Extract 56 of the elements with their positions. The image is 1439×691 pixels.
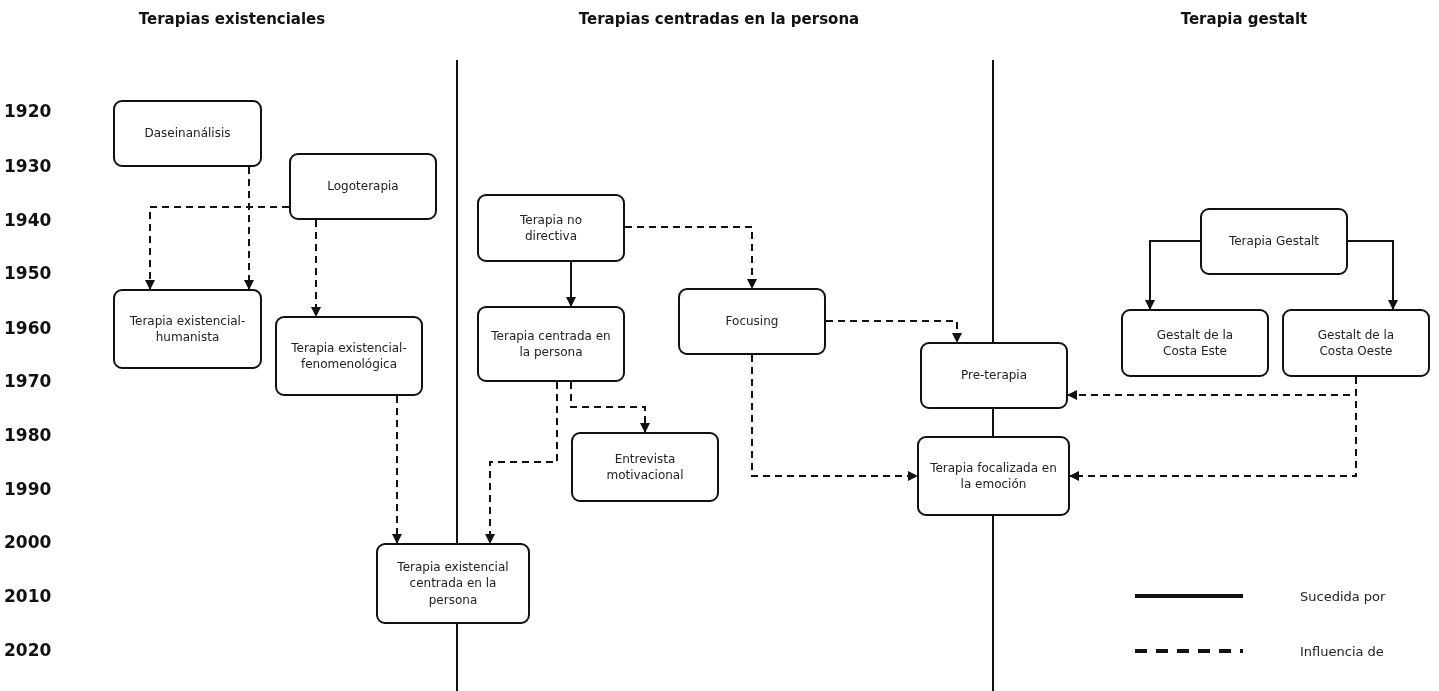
year-label: 1940 — [4, 210, 52, 230]
arrow — [570, 381, 650, 433]
therapy-box — [275, 316, 423, 396]
therapy-name: Terapia centrada en la persona — [491, 327, 611, 361]
therapy-name: Focusing — [725, 313, 779, 330]
therapy-name: Entrevista motivacional — [605, 450, 685, 484]
year-label: 1950 — [4, 263, 52, 283]
therapy-box — [1282, 309, 1430, 377]
therapy-box — [1200, 208, 1348, 275]
therapy-name: Gestalt de la Costa Este — [1155, 326, 1235, 360]
arrow — [244, 166, 254, 290]
column-heading: Terapias centradas en la persona — [578, 10, 860, 28]
therapy-box — [113, 100, 262, 167]
therapy-box — [1121, 309, 1269, 377]
therapy-box — [920, 342, 1068, 409]
arrow — [485, 381, 558, 544]
therapy-box — [477, 306, 625, 382]
arrow — [825, 320, 962, 343]
therapy-box — [571, 432, 719, 502]
column-heading: Terapia gestalt — [1180, 10, 1308, 28]
year-label: 2000 — [4, 532, 52, 552]
arrow — [311, 219, 321, 317]
arrow — [624, 226, 757, 289]
therapy-box — [289, 153, 437, 220]
therapy-box — [678, 288, 826, 355]
therapy-name: Pre-terapia — [960, 367, 1028, 384]
column-heading: Terapias existenciales — [138, 10, 326, 28]
therapy-box — [477, 194, 625, 262]
arrow — [1347, 240, 1398, 310]
year-label: 1960 — [4, 318, 52, 338]
year-label: 1970 — [4, 371, 52, 391]
year-label: 1990 — [4, 479, 52, 499]
therapy-name: Logoterapia — [327, 178, 399, 195]
therapy-name: Terapia Gestalt — [1228, 233, 1320, 250]
year-label: 1920 — [4, 101, 52, 121]
therapy-name: Gestalt de la Costa Oeste — [1316, 326, 1396, 360]
therapy-box — [113, 289, 262, 369]
arrow — [566, 261, 576, 307]
therapy-name: Terapia existencial-humanista — [128, 312, 247, 346]
year-label: 1930 — [4, 156, 52, 176]
therapy-name: Daseinanálisis — [144, 125, 231, 142]
year-label: 2010 — [4, 586, 52, 606]
year-label: 1980 — [4, 425, 52, 445]
arrow — [392, 395, 402, 544]
year-label: 2020 — [4, 640, 52, 660]
therapy-name: Terapia existencial-fenomenológica — [290, 339, 408, 373]
legend-label: Influencia de — [1300, 643, 1384, 659]
therapy-name: Terapia focalizada en la emoción — [929, 459, 1058, 493]
arrow — [1145, 240, 1201, 310]
arrow — [145, 206, 290, 290]
therapy-name: Terapia existencial centrada en la persona — [396, 559, 510, 608]
legend-label: Sucedida por — [1300, 588, 1386, 604]
arrow — [751, 354, 918, 481]
therapy-box — [376, 543, 530, 624]
therapy-box — [917, 436, 1070, 516]
therapy-name: Terapia no directiva — [519, 211, 583, 245]
